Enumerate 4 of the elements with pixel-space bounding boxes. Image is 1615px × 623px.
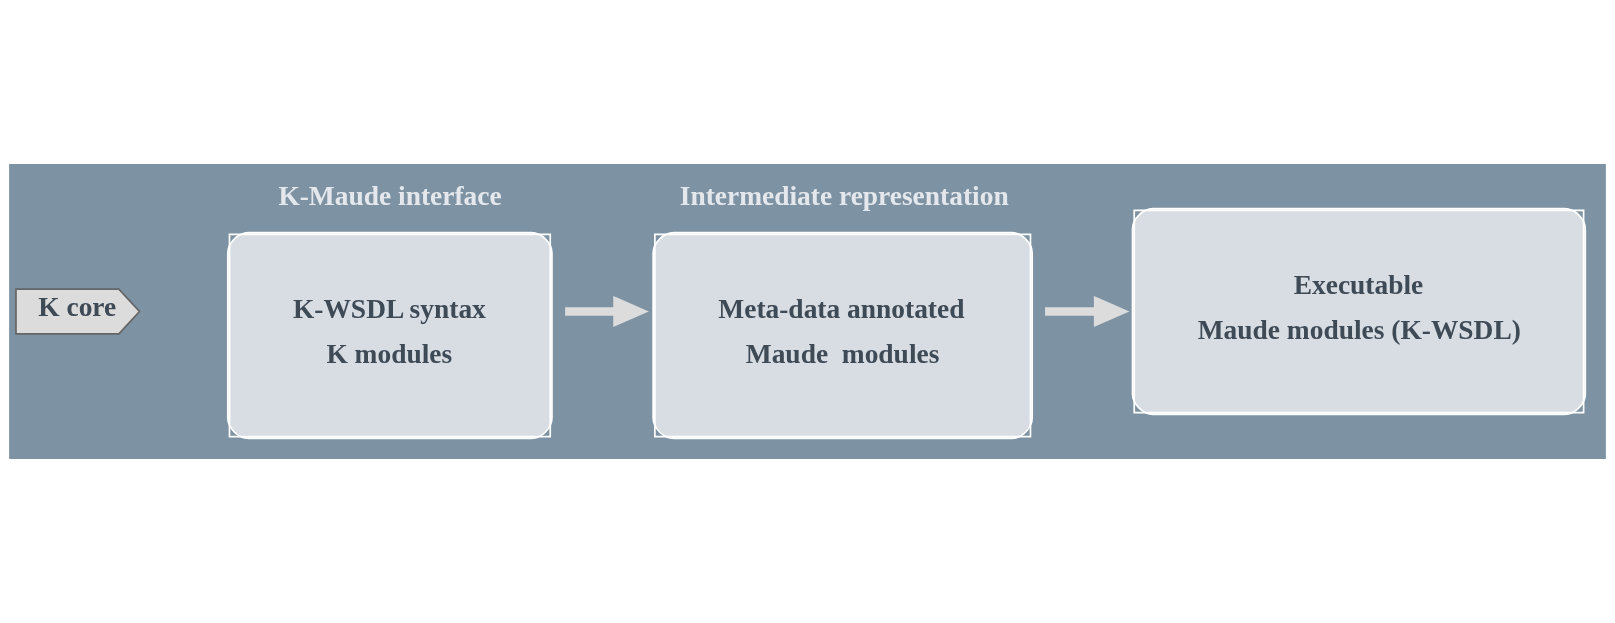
node-label: K-Maude interface [278,180,502,211]
arrow [1045,295,1130,328]
node-label: Intermediate representation [679,180,1009,211]
arrow [565,295,649,328]
